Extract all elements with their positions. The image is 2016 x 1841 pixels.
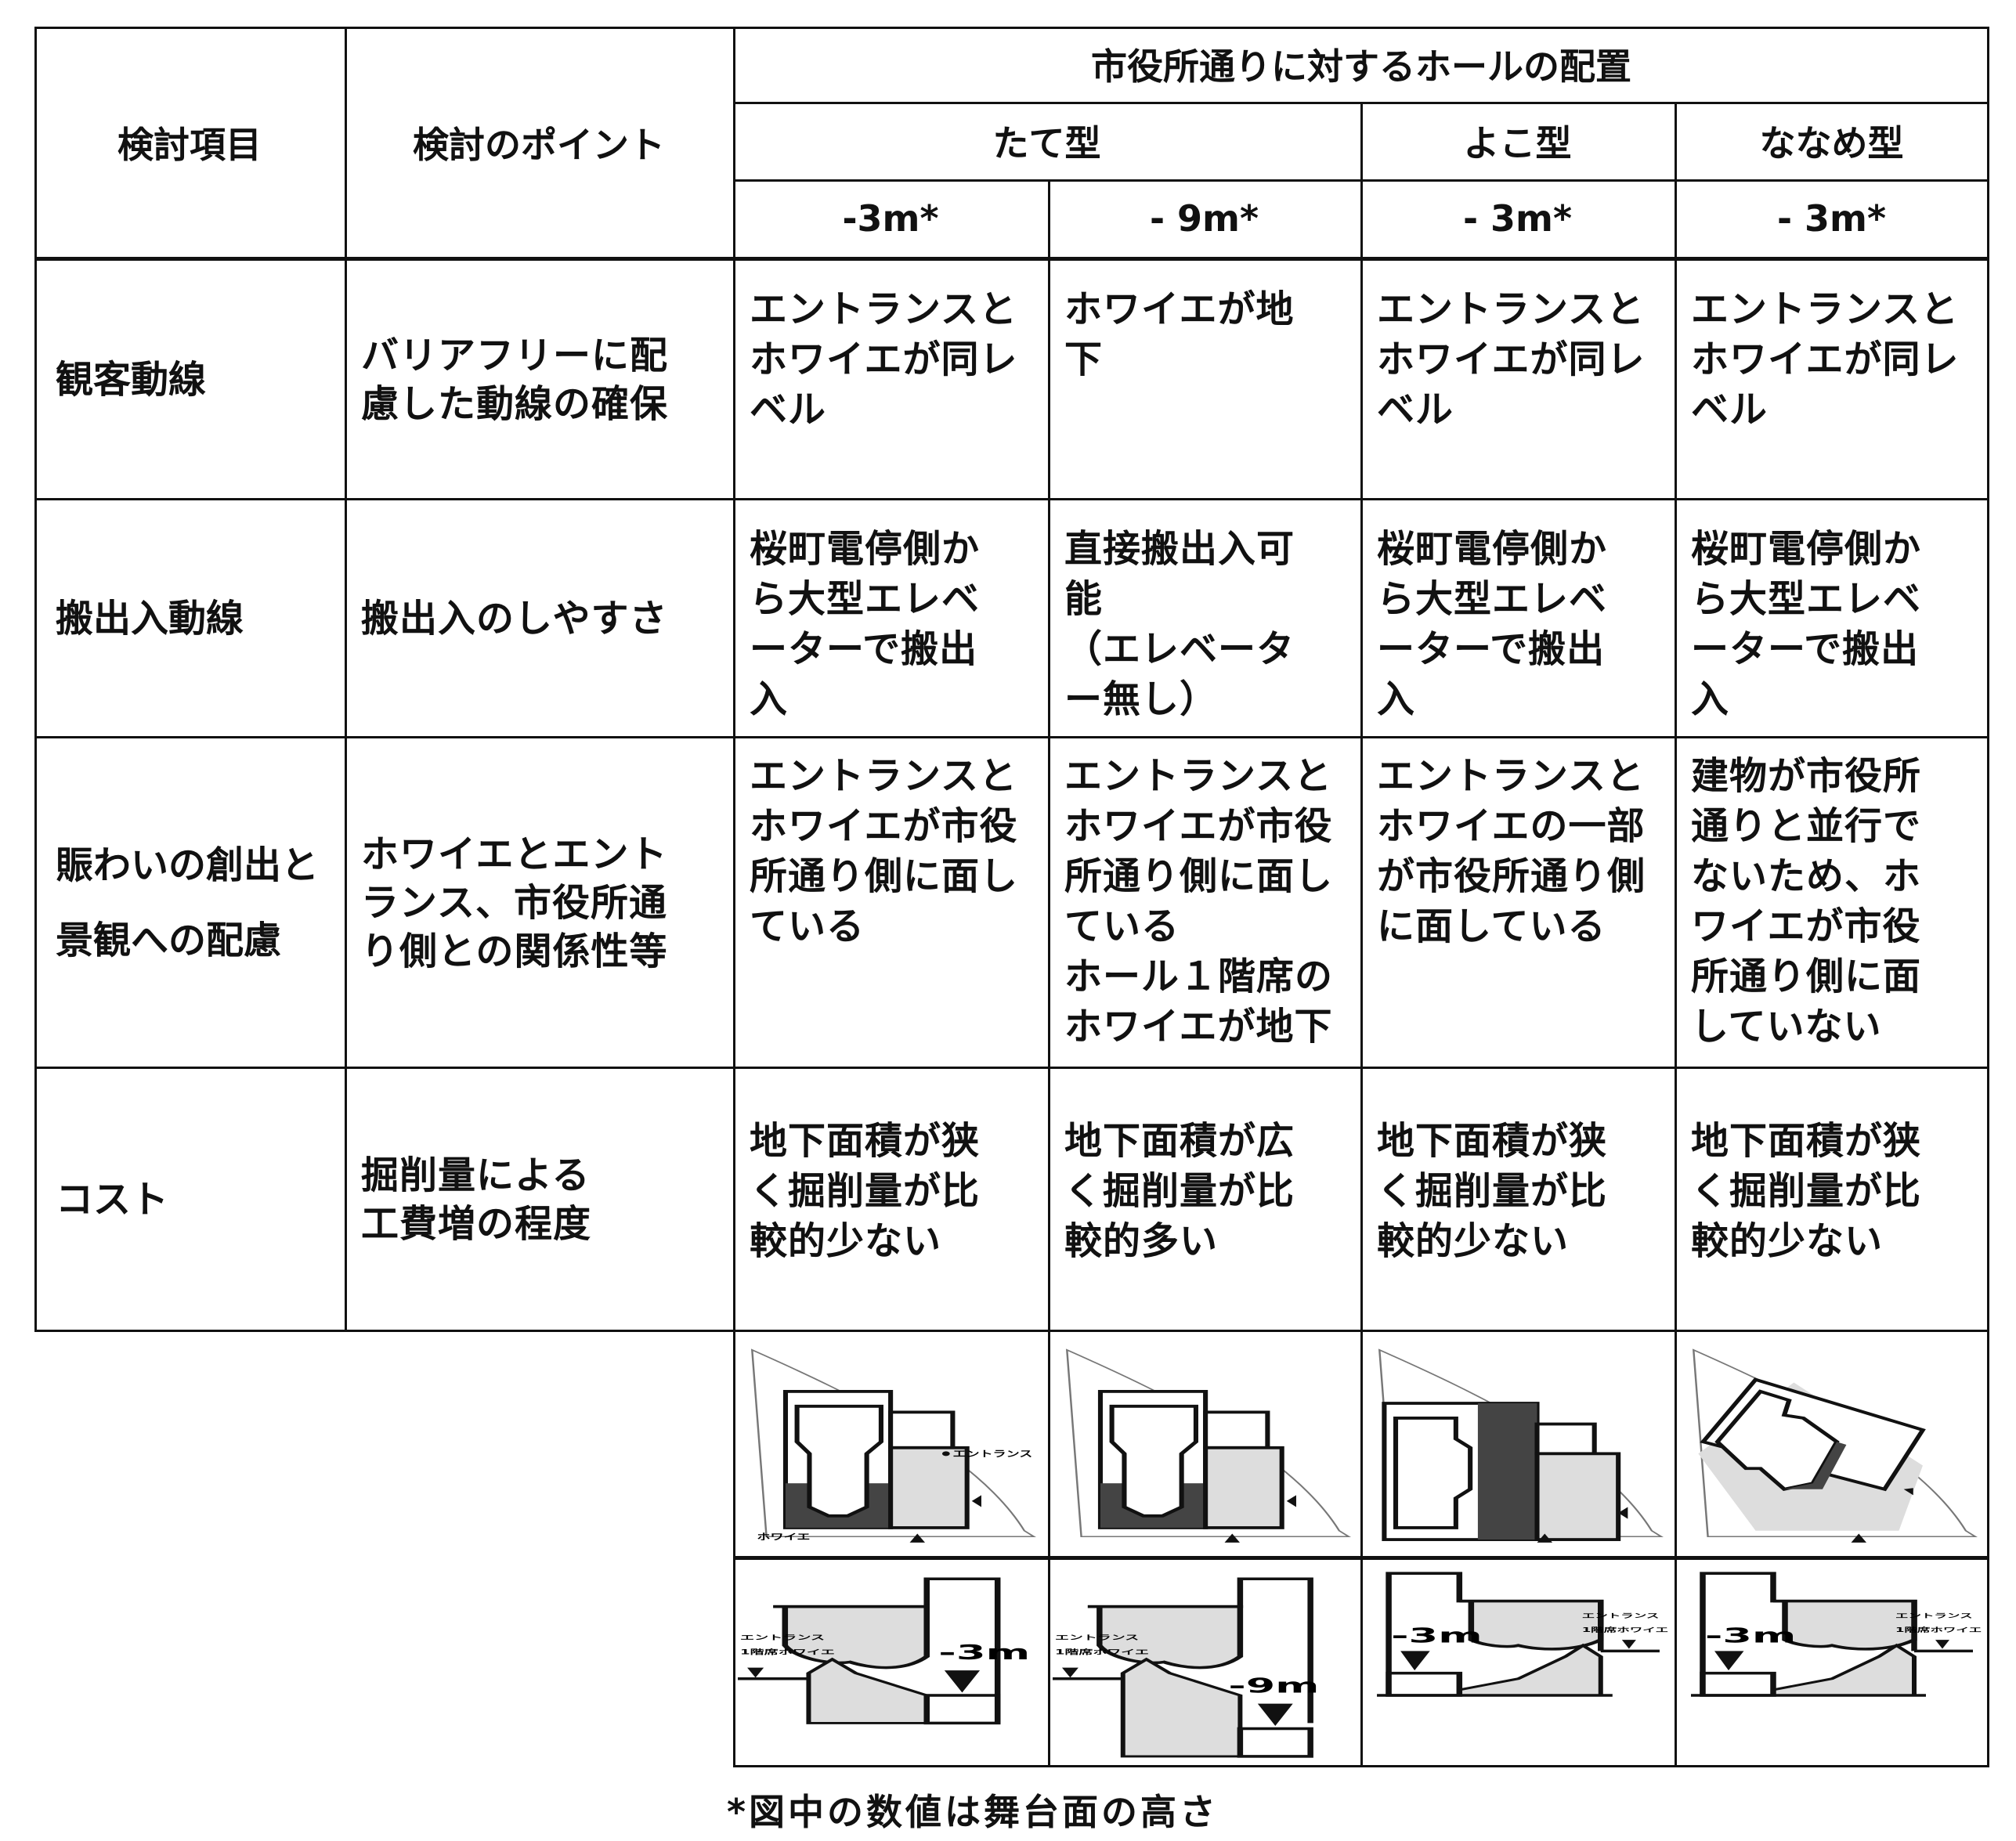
entrance-label: エントランス — [952, 1449, 1032, 1459]
row-cell: 地下面積が狭 く掘削量が比 較的少ない — [1377, 1119, 1608, 1263]
section-diagram: -3m エントランス 1階席ホワイエ — [1377, 1572, 1669, 1697]
foyer-label: 1階席ホワイエ — [1895, 1626, 1982, 1634]
header-depth: - 9m* — [1149, 197, 1259, 240]
header-point: 検討のポイント — [413, 124, 665, 166]
row-cell: エントランスと ホワイエが同レ ベル — [1377, 287, 1646, 431]
stage-level-label: -3m — [938, 1641, 1030, 1664]
header-depth: -3m* — [842, 197, 939, 240]
row-cell: エントランスと ホワイエが市役 所通り側に面し ている ホール１階席の ホワイエ… — [1064, 754, 1334, 1049]
col-line — [733, 27, 735, 1767]
row-cell: 建物が市役所 通りと並行で ないため、ホ ワイエが市役 所通り側に面 していない — [1691, 754, 1922, 1049]
row-cell: 地下面積が狭 く掘削量が比 較的少ない — [750, 1119, 981, 1263]
col-line — [1360, 102, 1363, 1767]
col-line — [1675, 102, 1677, 1767]
row-point: ホワイエとエント ランス、市役所通 り側との関係性等 — [361, 832, 668, 973]
row-divider — [34, 736, 1989, 738]
stage-level-label: -9m — [1228, 1674, 1319, 1698]
stage-level-label: -3m — [1705, 1624, 1796, 1648]
row-point: バリアフリーに配 慮した動線の確保 — [361, 333, 669, 426]
foyer-label: 1階席ホワイエ — [1055, 1648, 1149, 1656]
foyer-label: 1階席ホワイエ — [1582, 1626, 1669, 1634]
row-item: 搬出入動線 — [56, 596, 244, 641]
entrance-label: エントランス — [1895, 1612, 1973, 1619]
plan-diagram — [1065, 1348, 1351, 1543]
row-divider — [34, 1067, 1989, 1069]
header-bottom — [34, 257, 1989, 261]
footnote: *図中の数値は舞台面の高さ — [727, 1791, 1219, 1833]
plan-diagram — [1692, 1348, 1978, 1543]
stage-level-label: -3m — [1391, 1624, 1483, 1648]
row-cell: 地下面積が狭 く掘削量が比 較的少ない — [1691, 1119, 1922, 1263]
row-item: コスト — [56, 1177, 169, 1222]
col-line — [1987, 27, 1989, 1767]
row-point: 搬出入のしやすさ — [361, 596, 668, 641]
row-divider — [34, 498, 1989, 500]
col-line — [345, 27, 347, 1332]
header-item: 検討項目 — [117, 124, 262, 166]
entrance-label: エントランス — [1055, 1634, 1139, 1642]
header-depth: - 3m* — [1462, 197, 1573, 240]
section-diagram: -9m エントランス 1階席ホワイエ — [1053, 1577, 1319, 1758]
row-cell: エントランスと ホワイエが同レ ベル — [750, 287, 1018, 431]
row-cell: ホワイエが地 下 — [1064, 287, 1295, 381]
header-group: 市役所通りに対するホールの配置 — [1091, 45, 1631, 88]
foyer-label: ホワイエ — [757, 1532, 810, 1542]
row-cell: 桜町電停側か ら大型エレベ ーターで搬出 入 — [750, 527, 981, 721]
entrance-label: エントランス — [740, 1634, 825, 1642]
header-type-naname: ななめ型 — [1759, 122, 1904, 164]
row-point: 掘削量による 工費増の程度 — [361, 1153, 592, 1246]
entrance-label: エントランス — [1582, 1612, 1660, 1619]
row-item: 賑わいの創出と 景観への配慮 — [56, 843, 320, 962]
plan-diagram — [1378, 1348, 1664, 1543]
col-line — [1048, 179, 1050, 1767]
row-cell: 直接搬出入可 能 （エレベータ ー無し） — [1064, 527, 1295, 721]
row-cell: エントランスと ホワイエの一部 が市役所通り側 に面している — [1377, 754, 1646, 948]
row-cell: エントランスと ホワイエが同レ ベル — [1691, 287, 1960, 431]
table-border-bottom — [34, 1330, 1989, 1332]
row-item: 観客動線 — [56, 357, 207, 402]
table-border-top — [34, 27, 1989, 29]
row-cell: 桜町電停側か ら大型エレベ ーターで搬出 入 — [1691, 527, 1922, 721]
section-diagram: -3m エントランス 1階席ホワイエ — [738, 1577, 1030, 1725]
foyer-label: 1階席ホワイエ — [740, 1648, 835, 1656]
header-type-yoko: よこ型 — [1463, 122, 1572, 164]
row-cell: エントランスと ホワイエが市役 所通り側に面し ている — [750, 754, 1019, 948]
section-diagram: -3m エントランス 1階席ホワイエ — [1691, 1572, 1982, 1697]
row-cell: 桜町電停側か ら大型エレベ ーターで搬出 入 — [1377, 527, 1608, 721]
row-cell: 地下面積が広 く掘削量が比 較的多い — [1064, 1119, 1295, 1263]
col-line — [34, 27, 37, 1332]
header-depth: - 3m* — [1776, 197, 1887, 240]
header-type-tate: たて型 — [992, 122, 1101, 164]
